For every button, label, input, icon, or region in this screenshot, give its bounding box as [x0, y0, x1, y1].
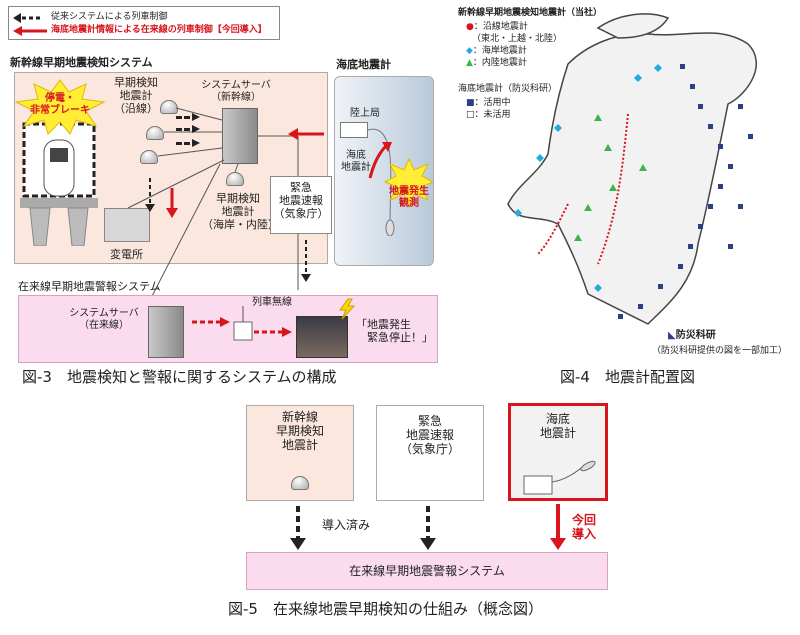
lightning-icon [339, 298, 356, 320]
quake-observed-label: 地震発生 観測 [389, 186, 429, 209]
fig3-caption: 図-3 地震検知と警報に関するシステムの構成 [22, 368, 337, 386]
fig5-arrows [290, 504, 566, 550]
legend-existing: 従来システムによる列車制御 [51, 12, 168, 22]
outage-label: 停電・ 非常ブレーキ [30, 93, 90, 116]
land-station-icon [340, 122, 368, 138]
new-label: 今回 導入 [571, 513, 596, 541]
server-conventional-icon [148, 306, 184, 358]
fig4-title: 新幹線早期地震検知地震計（当社） [458, 8, 603, 18]
legend-new: 海底地震計情報による在来線の列車制御【今回導入】 [51, 25, 267, 35]
nied-logo: ◣防災科研 [668, 330, 716, 341]
system-server-shinkansen-label: システムサーバ （新幹線） [201, 80, 271, 103]
radio-link [192, 306, 292, 341]
viaduct-train-icon [20, 122, 98, 247]
legend-line-row: ●：沿線地震計 [466, 22, 528, 32]
quake-burst-icon [384, 158, 434, 208]
seafloor-seismometer-label: 海底 地震計 [341, 150, 371, 173]
legend-line-sub: （東北・上越・北陸） [472, 34, 563, 44]
legend-inland-row: ▲：内陸地震計 [466, 58, 527, 68]
fig4-caption: 図-4 地震計配置図 [560, 368, 695, 386]
nied-logo-text: 防災科研 [675, 330, 716, 341]
nied-title: 海底地震計（防災科研） [458, 84, 558, 94]
outage-burst-icon [14, 79, 106, 135]
legend: 従来システムによる列車制御 海底地震計情報による在来線の列車制御【今回導入】 [8, 6, 280, 40]
legend-inactive-row: □：未活用 [466, 110, 511, 120]
seismometer-icon [291, 476, 309, 490]
conventional-system-panel [18, 295, 438, 363]
seafloor-title: 海底地震計 [336, 58, 391, 71]
shinkansen-system-title: 新幹線早期地震検知システム [10, 56, 153, 69]
fig5-box3-label: 海底 地震計 [539, 412, 576, 440]
substation-icon [104, 208, 150, 242]
legend-line: ：沿線地震計 [473, 22, 528, 32]
train-radio-label: 列車無線 [252, 297, 292, 308]
legend-inland: ：内陸地震計 [472, 58, 527, 68]
fig4-credit: （防災科研提供の図を一部加工） [652, 346, 788, 356]
train-cab-icon [296, 316, 348, 358]
seismometer-icon [160, 100, 178, 114]
announcement-label: 「地震発生 緊急停止！」 [356, 318, 433, 344]
conventional-system-title: 在来線早期地震警報システム [18, 280, 161, 293]
early-detect-line-label: 早期検知 地震計 （沿線） [114, 76, 158, 115]
seismometer-icon [146, 126, 164, 140]
system-server-conv-label: システムサーバ （在来線） [69, 308, 139, 331]
fig5-box1-label: 新幹線 早期検知 地震計 [275, 410, 324, 452]
seafloor-cable [367, 128, 395, 236]
legend-active-row: ■：活用中 [466, 98, 511, 108]
jma-label: 緊急 地震速報 （気象庁） [273, 181, 329, 220]
jma-box [270, 176, 332, 234]
legend-coast-row: ◆：海岸地震計 [466, 46, 527, 56]
japan-map [507, 13, 758, 325]
seafloor-seismometer-icon [523, 460, 596, 495]
seismometer-icon [140, 150, 158, 164]
land-station-label: 陸上局 [350, 108, 380, 119]
legend-active: ：活用中 [474, 98, 511, 108]
fig5-target-box [246, 552, 608, 590]
legend-inactive: ：未活用 [474, 110, 511, 120]
fig5-box2-label: 緊急 地震速報 （気象庁） [399, 414, 460, 456]
server-shinkansen-icon [222, 108, 258, 164]
fig5-caption: 図-5 在来線地震早期検知の仕組み（概念図） [228, 600, 543, 618]
seismometer-icon [226, 172, 244, 186]
installed-label: 導入済み [322, 518, 371, 532]
substation-label: 変電所 [110, 248, 143, 261]
legend-arrows-icon [13, 13, 47, 36]
viaduct [20, 118, 98, 247]
early-detect-coast-label: 早期検知 地震計 （海岸・内陸） [202, 192, 279, 231]
legend-coast: ：海岸地震計 [472, 46, 527, 56]
fig5-target-label: 在来線早期地震警報システム [349, 564, 505, 578]
fig5-box-jma [376, 405, 484, 501]
